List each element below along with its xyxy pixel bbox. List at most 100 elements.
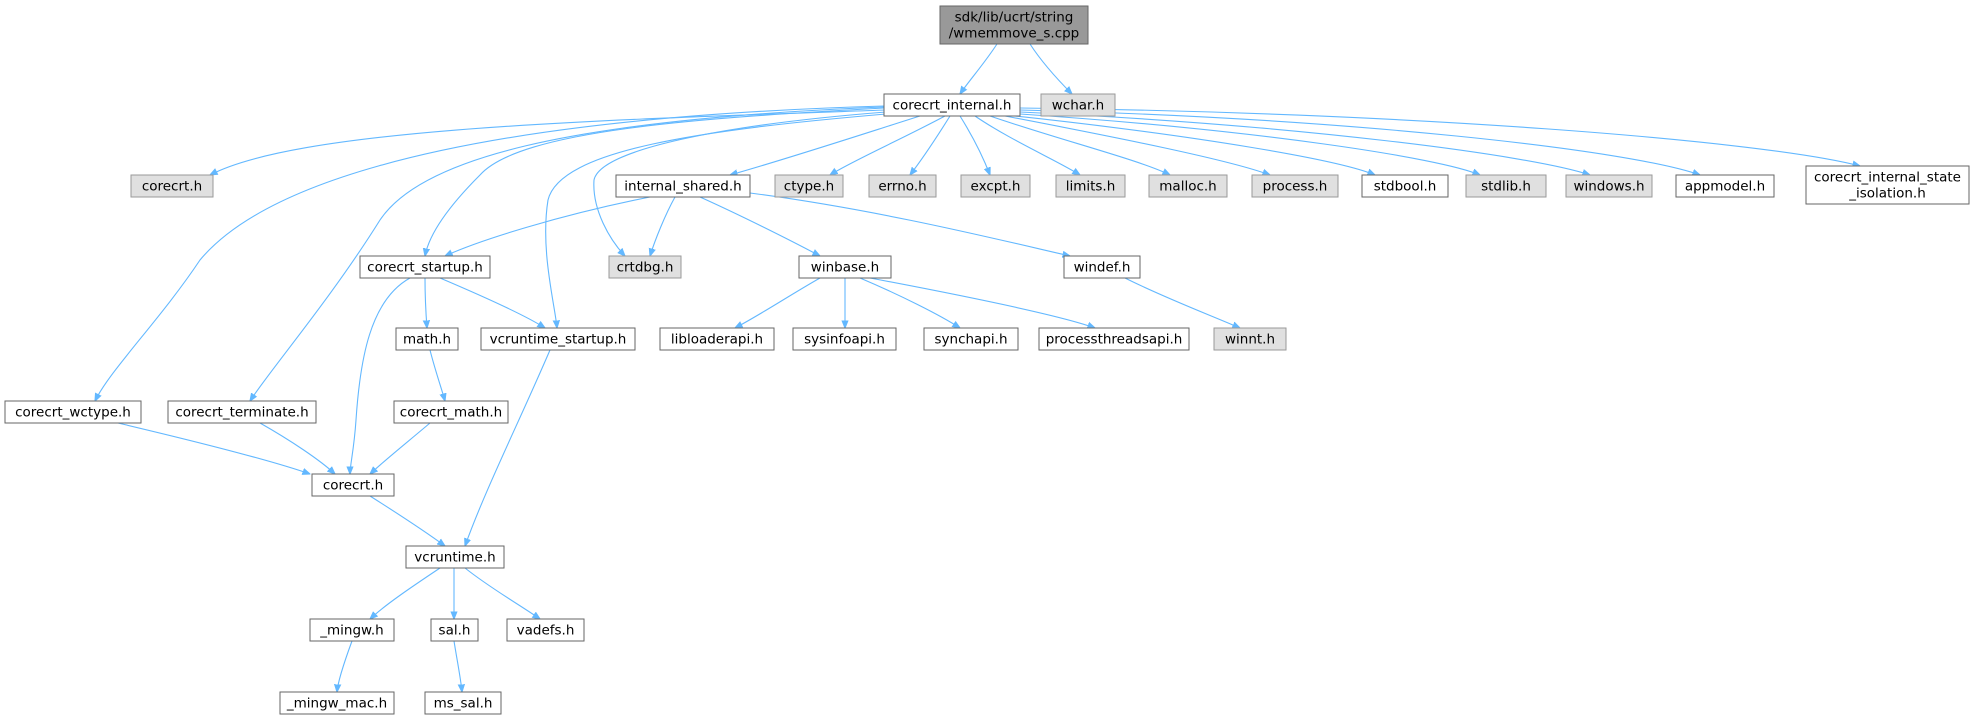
edge-internal-shared-to-windef: [749, 192, 1070, 256]
node-box: [1040, 93, 1116, 117]
edge-vcruntime-startup-to-vcruntime: [465, 349, 551, 546]
node-corecrt-internal[interactable]: corecrt_internal.h: [883, 93, 1021, 117]
node-winnt[interactable]: winnt.h: [1213, 327, 1287, 351]
node-windows[interactable]: windows.h: [1565, 174, 1653, 198]
node-process[interactable]: process.h: [1251, 174, 1339, 198]
node-box: [659, 327, 775, 351]
node-box: [4, 400, 142, 424]
edge-corecrt-startup-to-vcruntime-startup: [439, 277, 545, 328]
node-vcruntime-startup[interactable]: vcruntime_startup.h: [480, 327, 636, 351]
node-label: windef.h: [1074, 260, 1131, 276]
node-synchapi[interactable]: synchapi.h: [923, 327, 1019, 351]
node-label: sal.h: [439, 623, 471, 639]
node-processthreadsapi[interactable]: processthreadsapi.h: [1038, 327, 1190, 351]
node-sysinfoapi[interactable]: sysinfoapi.h: [792, 327, 897, 351]
node-sal[interactable]: sal.h: [430, 618, 479, 642]
node-wchar[interactable]: wchar.h: [1040, 93, 1116, 117]
node-errno[interactable]: errno.h: [868, 174, 937, 198]
node-box: [430, 618, 479, 642]
node-math[interactable]: math.h: [395, 327, 459, 351]
node-box: [311, 473, 395, 497]
node-box: [1361, 174, 1449, 198]
node-box: [395, 327, 459, 351]
node-label: libloaderapi.h: [671, 332, 763, 348]
node-label: synchapi.h: [935, 332, 1008, 348]
nodes-layer: sdk/lib/ucrt/string/wmemmove_s.cppcorecr…: [4, 5, 1970, 715]
node-label: /wmemmove_s.cpp: [949, 26, 1080, 42]
node-box: [405, 545, 505, 569]
node-stdbool[interactable]: stdbool.h: [1361, 174, 1449, 198]
edge-corecrt-internal-to-corecrt-wctype: [95, 105, 885, 401]
node-label: internal_shared.h: [624, 179, 741, 195]
edge-corecrt-internal-to-ctype: [830, 115, 946, 175]
node-box: [1565, 174, 1653, 198]
node-corecrt-terminate[interactable]: corecrt_terminate.h: [167, 400, 317, 424]
node-label: _mingw_mac.h: [286, 696, 387, 712]
node-ms-sal[interactable]: ms_sal.h: [424, 691, 502, 715]
node-ctype[interactable]: ctype.h: [774, 174, 844, 198]
node-corecrt-startup[interactable]: corecrt_startup.h: [359, 255, 491, 279]
node-label: winbase.h: [811, 260, 879, 276]
edge-corecrt-internal-to-stdbool: [1014, 115, 1375, 175]
edge-sal-to-ms-sal: [453, 640, 462, 692]
node-box: [774, 174, 844, 198]
node-box: [608, 255, 682, 279]
node-vcruntime[interactable]: vcruntime.h: [405, 545, 505, 569]
node-label: vcruntime.h: [414, 550, 495, 566]
node-internal-shared[interactable]: internal_shared.h: [615, 174, 751, 198]
node-appmodel[interactable]: appmodel.h: [1675, 174, 1775, 198]
edge-corecrt-startup-to-corecrt-plain: [350, 277, 411, 474]
node-label: corecrt.h: [323, 478, 383, 494]
node-root[interactable]: sdk/lib/ucrt/string/wmemmove_s.cpp: [939, 5, 1089, 45]
edge-corecrt-internal-to-corecrt-gray: [210, 109, 887, 175]
node-mingw[interactable]: _mingw.h: [309, 618, 395, 642]
node-state-isolation[interactable]: corecrt_internal_state_isolation.h: [1805, 165, 1970, 205]
node-vadefs[interactable]: vadefs.h: [506, 618, 585, 642]
node-label: math.h: [403, 332, 451, 348]
node-box: [1465, 174, 1547, 198]
edge-corecrt-terminate-to-corecrt-plain: [259, 422, 335, 474]
node-label: corecrt.h: [142, 179, 202, 195]
node-label: corecrt_terminate.h: [175, 405, 308, 421]
node-label: limits.h: [1066, 179, 1116, 195]
edge-corecrt-internal-to-appmodel: [1019, 109, 1700, 175]
node-malloc[interactable]: malloc.h: [1148, 174, 1228, 198]
edge-corecrt-internal-to-process: [1004, 115, 1270, 175]
edge-corecrt-plain-to-vcruntime: [369, 495, 445, 546]
node-label: processthreadsapi.h: [1046, 332, 1183, 348]
node-winbase[interactable]: winbase.h: [798, 255, 892, 279]
node-label: process.h: [1263, 179, 1328, 195]
node-box: [480, 327, 636, 351]
node-excpt[interactable]: excpt.h: [960, 174, 1031, 198]
node-box: [939, 5, 1089, 45]
node-box: [393, 400, 509, 424]
node-limits[interactable]: limits.h: [1055, 174, 1126, 198]
node-box: [279, 691, 395, 715]
edge-corecrt-internal-to-vcruntime-startup: [545, 113, 887, 328]
node-box: [615, 174, 751, 198]
node-box: [130, 174, 214, 198]
node-label: excpt.h: [971, 179, 1021, 195]
node-box: [424, 691, 502, 715]
node-libloaderapi[interactable]: libloaderapi.h: [659, 327, 775, 351]
node-crtdbg[interactable]: crtdbg.h: [608, 255, 682, 279]
node-label: ms_sal.h: [434, 696, 493, 712]
node-corecrt-gray[interactable]: corecrt.h: [130, 174, 214, 198]
node-corecrt-wctype[interactable]: corecrt_wctype.h: [4, 400, 142, 424]
edge-corecrt-internal-to-crtdbg: [593, 111, 887, 256]
node-windef[interactable]: windef.h: [1063, 255, 1141, 279]
node-corecrt-math[interactable]: corecrt_math.h: [393, 400, 509, 424]
node-label: malloc.h: [1159, 179, 1216, 195]
node-box: [868, 174, 937, 198]
node-box: [309, 618, 395, 642]
node-label: winnt.h: [1225, 332, 1275, 348]
node-mingw-mac[interactable]: _mingw_mac.h: [279, 691, 395, 715]
edge-corecrt-internal-to-corecrt-terminate: [250, 106, 885, 401]
node-box: [960, 174, 1031, 198]
edges-layer: [95, 43, 1860, 692]
edge-corecrt-internal-to-corecrt-startup: [425, 107, 885, 256]
node-stdlib[interactable]: stdlib.h: [1465, 174, 1547, 198]
node-box: [1675, 174, 1775, 198]
node-corecrt-plain[interactable]: corecrt.h: [311, 473, 395, 497]
